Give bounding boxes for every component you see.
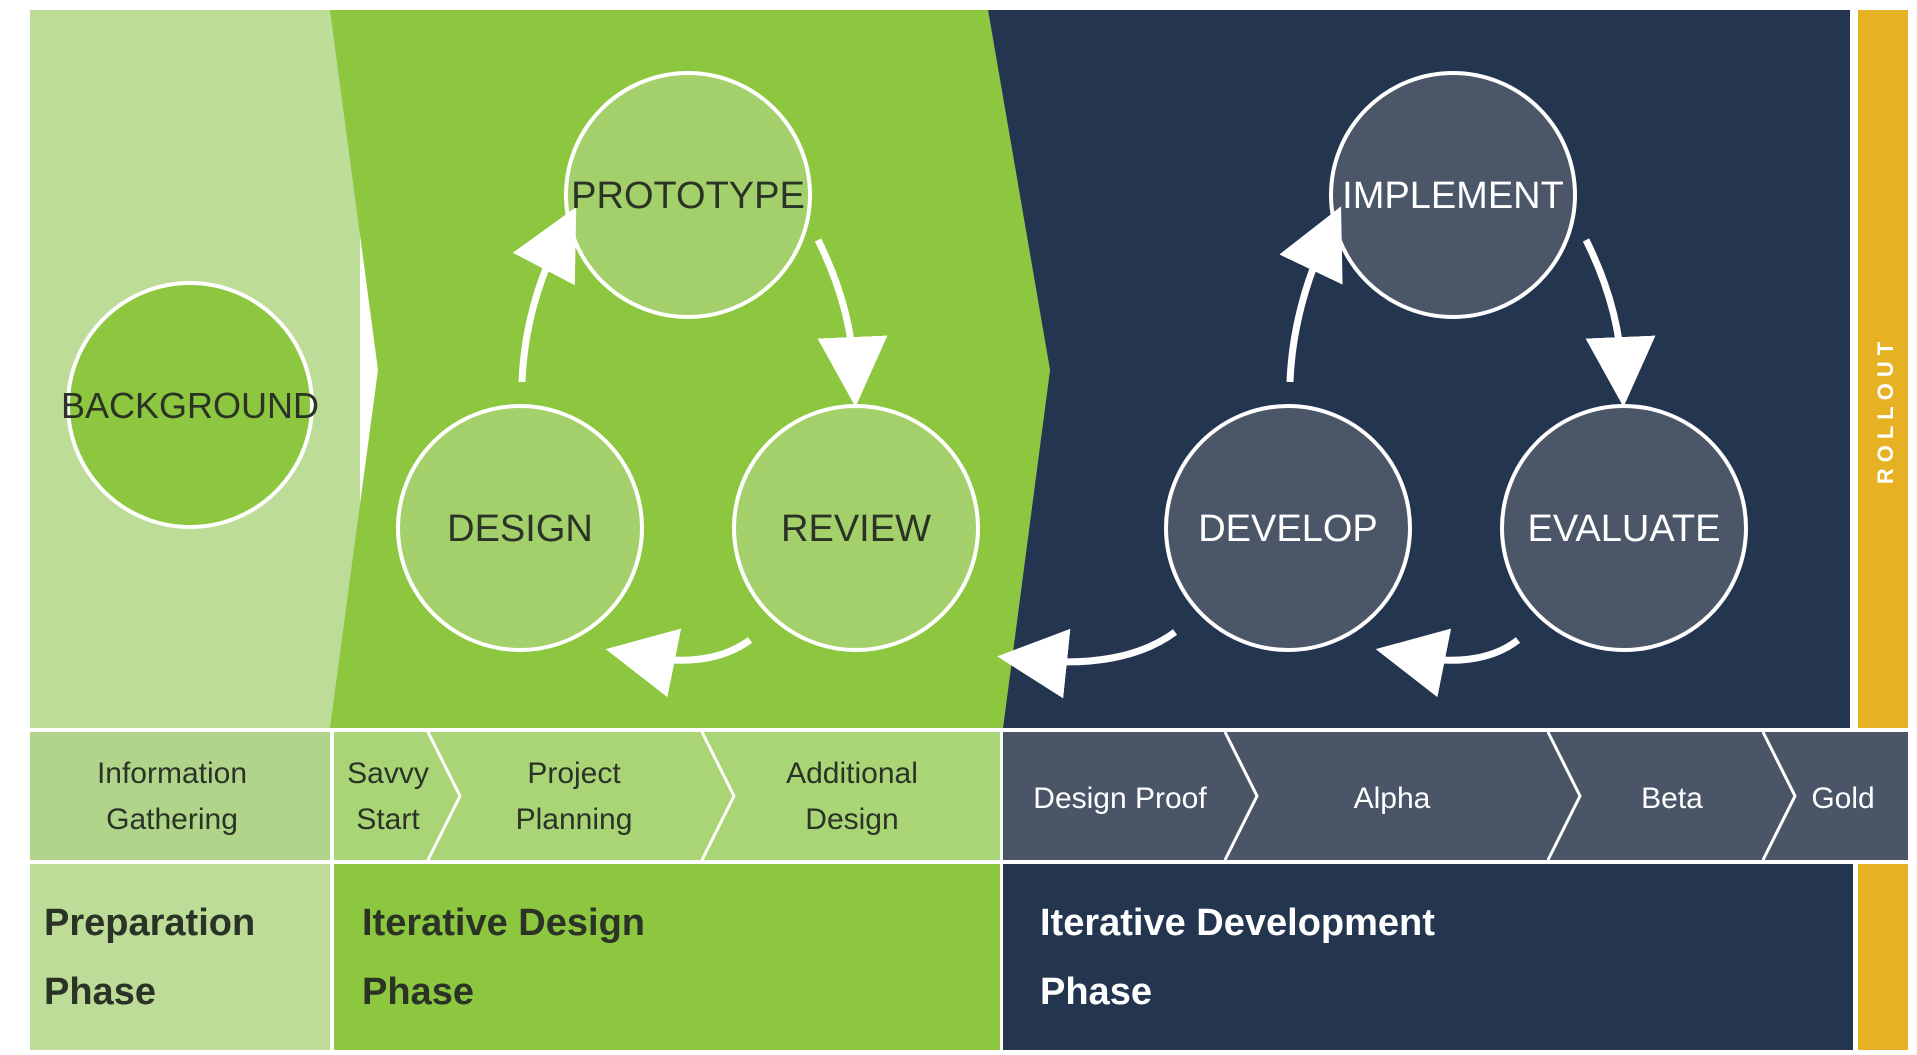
step-information-gathering-line1: Information bbox=[97, 757, 247, 790]
step-additional-design-line1: Additional bbox=[786, 757, 918, 790]
implement-circle bbox=[1329, 71, 1577, 319]
step-band-dev bbox=[1003, 732, 1908, 860]
arrow-develop-to-review bbox=[997, 628, 1178, 699]
phase-iterative-design-line1: Iterative Design bbox=[362, 902, 645, 944]
step-project-planning-line1: Project bbox=[527, 757, 621, 790]
step-band-prep bbox=[30, 732, 330, 860]
design-circle bbox=[396, 404, 644, 652]
step-beta: Beta bbox=[1641, 782, 1703, 815]
arrow-design-to-prototype bbox=[512, 206, 577, 383]
step-information-gathering-line2: Gathering bbox=[106, 803, 238, 836]
background-circle bbox=[66, 281, 314, 529]
phase-iterative-development-line2: Phase bbox=[1040, 971, 1152, 1013]
phase-preparation-line1: Preparation bbox=[44, 902, 255, 944]
step-alpha: Alpha bbox=[1354, 782, 1431, 815]
arrow-implement-to-evaluate bbox=[1582, 238, 1656, 407]
chevron-project bbox=[700, 731, 736, 861]
step-design-proof: Design Proof bbox=[1033, 782, 1207, 815]
step-savvy-start-line2: Start bbox=[356, 803, 420, 836]
phase-band-prep bbox=[30, 864, 330, 1050]
step-savvy-start-line1: Savvy bbox=[347, 757, 429, 790]
step-project-planning-line2: Planning bbox=[516, 803, 633, 836]
rollout-label-wrap: ROLLOUT bbox=[1866, 240, 1906, 580]
implement-label: IMPLEMENT bbox=[1342, 175, 1564, 217]
chevron-design-proof bbox=[1223, 731, 1259, 861]
phase-iterative-development-line1: Iterative Development bbox=[1040, 902, 1435, 944]
phase-iterative-design-line2: Phase bbox=[362, 971, 474, 1013]
step-band-design bbox=[334, 732, 1000, 860]
evaluate-label: EVALUATE bbox=[1528, 508, 1721, 550]
step-additional-design-line2: Design bbox=[805, 803, 898, 836]
rollout-label: ROLLOUT bbox=[1873, 335, 1899, 485]
arrow-evaluate-to-develop bbox=[1375, 628, 1521, 698]
arrow-develop-to-implement bbox=[1279, 206, 1343, 383]
rollout-bar bbox=[1858, 10, 1908, 728]
prototype-circle bbox=[564, 71, 812, 319]
step-gold: Gold bbox=[1811, 782, 1874, 815]
chevron-savvy bbox=[426, 731, 462, 861]
chevron-beta bbox=[1761, 731, 1797, 861]
phase-band-design bbox=[334, 864, 1000, 1050]
prototype-label: PROTOTYPE bbox=[571, 175, 805, 217]
phase-band-rollout bbox=[1858, 864, 1908, 1050]
review-label: REVIEW bbox=[781, 508, 931, 550]
chevron-alpha bbox=[1546, 731, 1582, 861]
arrow-prototype-to-review bbox=[814, 238, 888, 407]
phase-band-dev bbox=[1003, 864, 1853, 1050]
design-label: DESIGN bbox=[447, 508, 593, 550]
phase-preparation-line2: Phase bbox=[44, 971, 156, 1013]
arrow-review-to-design bbox=[605, 628, 753, 698]
background-label: BACKGROUND bbox=[61, 385, 319, 426]
develop-circle bbox=[1164, 404, 1412, 652]
develop-label: DEVELOP bbox=[1198, 508, 1378, 550]
